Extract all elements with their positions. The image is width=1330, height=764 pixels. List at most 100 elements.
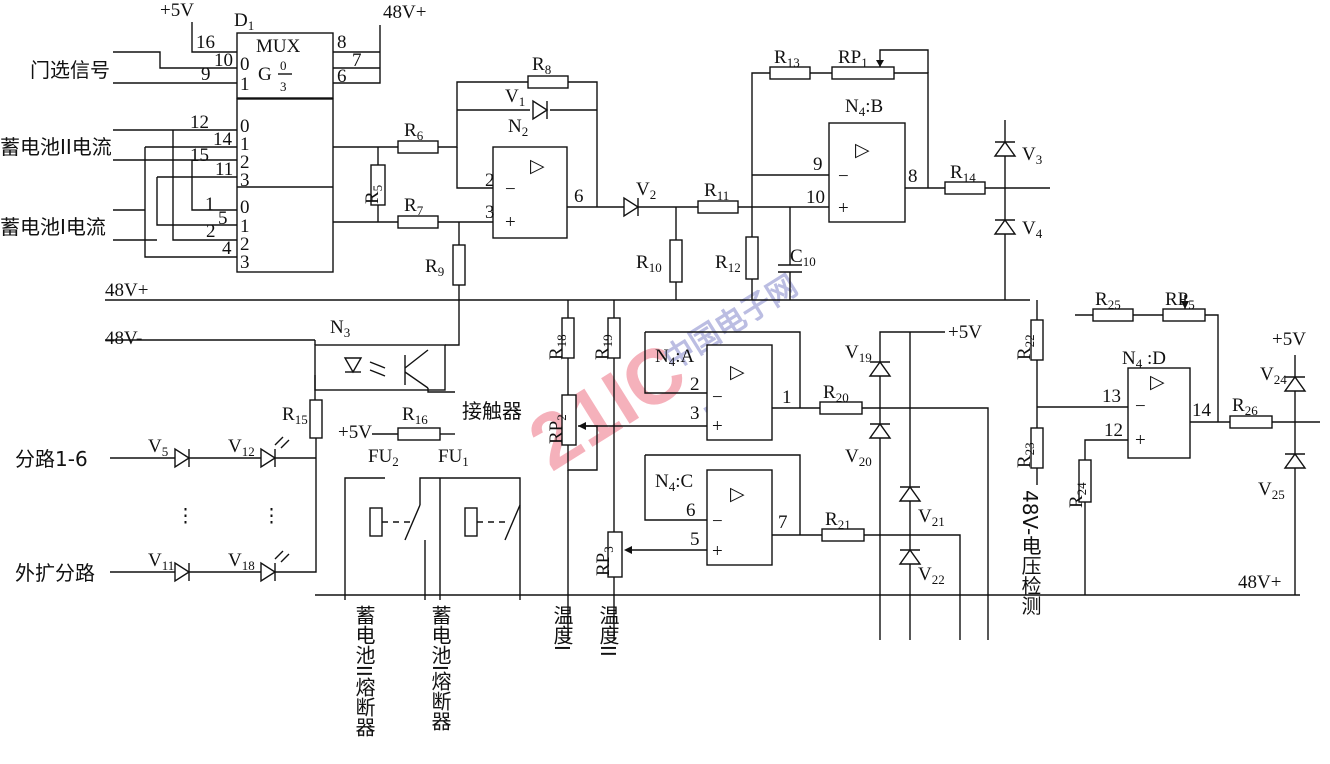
rail-48v-plus-label: 48V+: [105, 280, 148, 301]
label: 4: [222, 238, 232, 259]
label: 14: [1192, 400, 1212, 421]
label: FU2: [368, 446, 399, 469]
opamp-n4a: [706, 344, 773, 441]
label: 14: [213, 129, 233, 150]
r12-label: R12: [715, 252, 741, 275]
branch-dots-2: ⋮: [262, 506, 281, 527]
label: 3: [690, 403, 700, 424]
resistor-r9: [452, 244, 466, 286]
opamp-1: [492, 146, 568, 239]
temp2-label: 温度II: [596, 605, 620, 657]
label: V11: [148, 550, 174, 573]
battery1-current-label: 蓄电池I电流: [0, 215, 106, 239]
opamp-n4b: [828, 122, 906, 223]
label: 12: [190, 112, 209, 133]
ext-branch-label: 外扩分路: [15, 561, 95, 585]
label: V20: [845, 446, 872, 469]
r6-label: R6: [404, 120, 424, 143]
rail-48v-minus-label: 48V-: [105, 328, 142, 349]
label: R20: [823, 382, 849, 405]
opamp-n4c: [706, 469, 773, 566]
battery1-fuse-label: 蓄电池I熔断器: [428, 605, 452, 731]
label: 1: [240, 216, 250, 237]
mux-48v-label: 48V+: [383, 2, 426, 23]
r7-label: R7: [404, 195, 424, 218]
label: −: [838, 166, 849, 187]
label: V18: [228, 550, 255, 573]
rp1-label: RP1: [838, 47, 868, 70]
r15-label: R15: [282, 404, 308, 427]
label: R22: [1014, 334, 1037, 360]
label: 2: [240, 234, 250, 255]
label: 2: [240, 152, 250, 173]
potentiometer-rp2: [561, 394, 577, 446]
label: 15: [190, 145, 209, 166]
label: 12: [1104, 420, 1123, 441]
fuse-section: [344, 427, 521, 600]
r9-label: R9: [425, 256, 444, 279]
label: ▷: [855, 140, 870, 161]
label: V24: [1260, 364, 1287, 387]
label: 3: [485, 202, 495, 223]
n4b-label: N4:B: [845, 96, 883, 119]
battery2-current-label: 蓄电池II电流: [0, 135, 112, 159]
label: 6: [686, 500, 696, 521]
mux-d1: D1 MUX G 0 3 0 1 0 1 2 3 0 1 2 3 16 10 9…: [190, 10, 362, 273]
gate-select-label: 门选信号: [30, 58, 110, 82]
label: 8: [337, 32, 347, 53]
first-amp-stage: ▷ − + 2 3 6: [333, 75, 622, 346]
label: 8: [908, 166, 918, 187]
label: 1: [240, 74, 250, 95]
label: −: [712, 387, 723, 408]
n3-label: N3: [330, 317, 350, 340]
label: R18: [546, 334, 569, 360]
v2-label: V2: [636, 179, 656, 202]
v4-label: V4: [1022, 218, 1043, 241]
label: 3: [240, 170, 250, 191]
label: RP5: [1165, 289, 1195, 312]
branch-diodes: [110, 399, 323, 582]
label: N4:A: [655, 346, 695, 369]
voltage-detect-stage: ▷ − + 13 12 14: [1030, 295, 1320, 595]
label: −: [712, 511, 723, 532]
temperature-stage: ▷ − + 2 3 1 ▷ − + 6 5 7: [561, 300, 989, 640]
label: R16: [402, 404, 428, 427]
label: V21: [918, 506, 945, 529]
branch-dots-1: ⋮: [176, 506, 195, 527]
mux-label: D1: [234, 10, 254, 33]
resistor-r5: [370, 164, 386, 206]
label: −: [505, 179, 516, 200]
label: 16: [196, 32, 215, 53]
label: 2: [690, 374, 700, 395]
label: RP2: [546, 414, 569, 444]
label: RP3: [593, 546, 616, 576]
label: R21: [825, 509, 851, 532]
r11-label: R11: [704, 180, 729, 203]
label: 10: [806, 187, 825, 208]
r5-label: R5: [362, 185, 385, 204]
branch-1-6-label: 分路1-6: [15, 447, 88, 471]
resistor-r16: [397, 427, 441, 441]
label: R23: [1014, 442, 1037, 468]
label: V12: [228, 436, 255, 459]
r13-label: R13: [774, 47, 800, 70]
label: ▷: [1150, 372, 1165, 393]
n2-label: N2: [508, 116, 528, 139]
label: V19: [845, 342, 872, 365]
mux-wires: [113, 22, 381, 258]
label: ▷: [730, 484, 745, 505]
label: 0: [240, 54, 250, 75]
contactor-label: 接触器: [462, 399, 522, 423]
label: FU1: [438, 446, 469, 469]
mux-5v-label: +5V: [160, 0, 194, 21]
label: 1: [240, 134, 250, 155]
label: 0: [280, 58, 287, 73]
label: +: [712, 416, 723, 437]
potentiometer-rp5: [1162, 308, 1206, 322]
resistor-r15: [309, 399, 323, 439]
label: +: [505, 212, 516, 233]
v1-label: V1: [505, 86, 525, 109]
label: 7: [352, 50, 362, 71]
resistor-r12: [745, 236, 759, 280]
